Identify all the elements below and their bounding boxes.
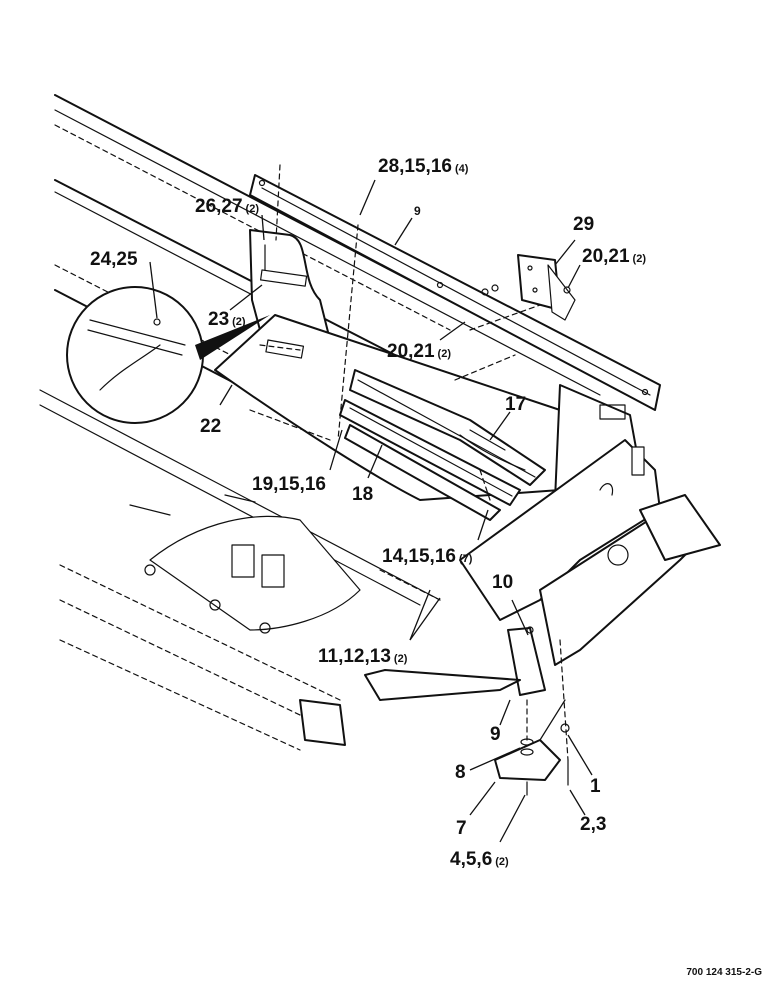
- callout-4-5-6: 4,5,6(2): [450, 849, 509, 870]
- drawing-number: 700 124 315-2-G: [686, 967, 762, 978]
- bracket-part: [481, 254, 576, 321]
- callout-20-21-upper: 20,21(2): [582, 246, 646, 267]
- callout-8: 8: [455, 762, 466, 783]
- callout-9-rail: 9: [414, 204, 421, 218]
- callout-26-27: 26,27(2): [195, 196, 259, 217]
- callout-28-15-16: 28,15,16(4): [378, 156, 469, 177]
- detail-magnifier: [66, 286, 270, 424]
- callout-24-25: 24,25: [90, 249, 138, 270]
- callout-20-21-lower: 20,21(2): [387, 341, 451, 362]
- callout-14-15-16: 14,15,16(7): [382, 546, 473, 567]
- callout-23: 23(2): [208, 309, 246, 330]
- callout-2-3: 2,3: [580, 814, 606, 835]
- callout-17: 17: [505, 394, 526, 415]
- top-rail-part: [249, 174, 661, 411]
- callout-10: 10: [492, 572, 513, 593]
- callout-labels: 28,15,16(4) 9 26,27(2) 29 20,21(2) 24,25…: [90, 156, 646, 870]
- callout-9-shoe: 9: [490, 724, 501, 745]
- lower-reel-assembly: [129, 494, 441, 746]
- callout-29: 29: [573, 214, 594, 235]
- callout-1: 1: [590, 776, 601, 797]
- end-frame-right: [459, 384, 721, 666]
- callout-18: 18: [352, 484, 373, 505]
- callout-7: 7: [456, 818, 467, 839]
- callout-19-15-16: 19,15,16: [252, 474, 326, 495]
- divider-shoe: [364, 626, 570, 796]
- callout-22: 22: [200, 416, 221, 437]
- callout-11-12-13: 11,12,13(2): [318, 646, 408, 667]
- leader-lines: [149, 179, 593, 843]
- assembly-axes: [275, 164, 541, 501]
- skid-plates: [339, 369, 546, 521]
